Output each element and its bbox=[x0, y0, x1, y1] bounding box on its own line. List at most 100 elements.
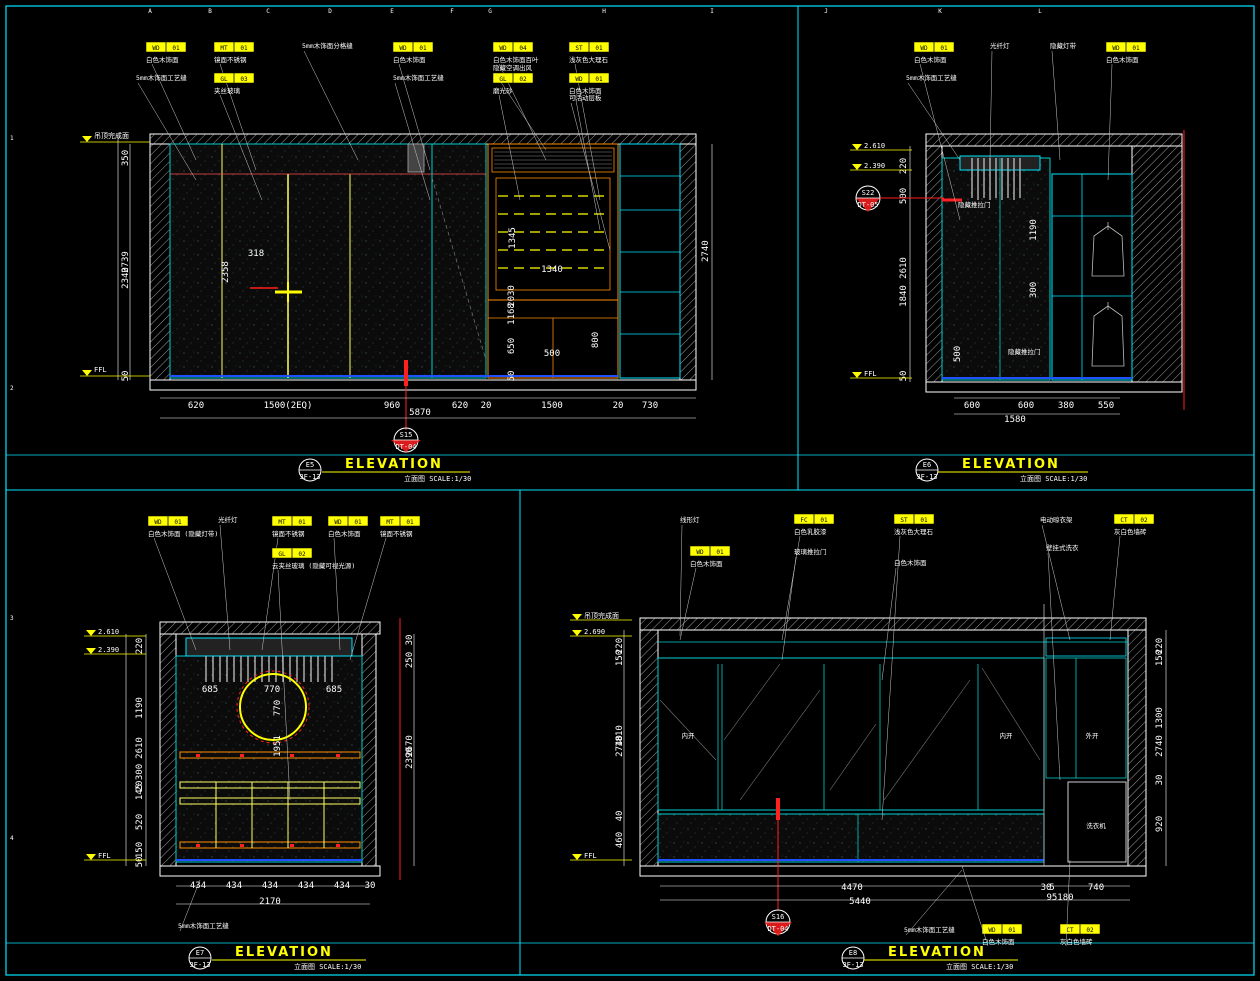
e8-dim-bottom: 4470 bbox=[841, 883, 863, 893]
e7-dim-left: 300 bbox=[135, 764, 145, 780]
e8-leader bbox=[881, 567, 897, 681]
e8-dim-right: 920 bbox=[1155, 816, 1165, 832]
e5-tag-note: 磨光砂 bbox=[493, 86, 513, 95]
e7-tag-num: 01 bbox=[174, 519, 182, 526]
e8-tag-code: WD bbox=[696, 549, 704, 556]
e8-note: 线形灯 bbox=[680, 515, 700, 524]
e6-leader bbox=[1051, 50, 1061, 161]
e8-note: 电动晾衣架 bbox=[1040, 515, 1073, 524]
e8-dim-left: 2740 bbox=[615, 735, 625, 757]
e5-dim-inner: 318 bbox=[248, 249, 264, 259]
e8-tag-num: 01 bbox=[920, 517, 928, 524]
e8-dim-right: 150 bbox=[1155, 650, 1165, 666]
svg-text:3F-13: 3F-13 bbox=[916, 473, 937, 481]
e5-dim-inner: 1168 bbox=[507, 303, 517, 325]
e5-level-ffl: FFL bbox=[80, 366, 150, 377]
e7-tag-note: 白色木饰面 bbox=[328, 529, 361, 538]
e5-leader bbox=[303, 50, 359, 161]
axis-letter: L bbox=[1038, 8, 1042, 15]
e6-dim-inner: 500 bbox=[953, 346, 963, 362]
e7-dim-inner: 685 bbox=[202, 685, 218, 695]
e7-ceiling bbox=[159, 621, 381, 635]
e6-note: 光纤灯 bbox=[990, 41, 1010, 50]
e8-leader bbox=[905, 869, 963, 936]
e8-label: 洗衣机 bbox=[1086, 821, 1106, 830]
e5-dim-inner: 650 bbox=[507, 338, 517, 354]
axis-number: 2 bbox=[10, 385, 14, 392]
e5-level-top: 吊顶完成面 bbox=[80, 131, 150, 143]
svg-text:立面图 SCALE:1/30: 立面图 SCALE:1/30 bbox=[404, 474, 471, 483]
e8-leader bbox=[679, 524, 683, 637]
e6-level-marker: 2.390 bbox=[850, 162, 912, 171]
e5-dim-inner: 1340 bbox=[541, 265, 563, 275]
e5-dim-bottom: 730 bbox=[642, 401, 658, 411]
e7-dim-left: 1190 bbox=[135, 697, 145, 719]
e7-note: 5mm木饰面工艺缝 bbox=[178, 921, 229, 930]
e8-floor bbox=[639, 865, 1147, 877]
e5-dim-left: 350 bbox=[121, 150, 131, 166]
e5-section-marker: S15 DT-04 bbox=[391, 427, 421, 453]
e8-tag-num: 02 bbox=[1086, 927, 1094, 934]
e5-tag-note: 白色木饰面百叶 bbox=[493, 55, 539, 64]
svg-text:吊顶完成面: 吊顶完成面 bbox=[94, 131, 129, 140]
e8-dim-left: 220 bbox=[615, 638, 625, 654]
svg-text:ELEVATION: ELEVATION bbox=[345, 457, 443, 472]
e5-tag-code: GL bbox=[220, 76, 228, 83]
e7-tag-num: 02 bbox=[298, 551, 306, 558]
svg-text:3F-13: 3F-13 bbox=[299, 473, 320, 481]
e5-dim-bottom: 20 bbox=[613, 401, 624, 411]
e8-tag-code: CT bbox=[1120, 517, 1128, 524]
e6-tag-note: 白色木饰面 bbox=[914, 55, 947, 64]
e7-level-marker: 2.610 bbox=[84, 628, 146, 637]
e7-dim-inner: 770 bbox=[273, 700, 283, 716]
e7-tag-note: 镜面不锈钢 bbox=[272, 529, 305, 538]
e6-wall-left bbox=[925, 145, 943, 383]
e5-note: 5mm木饰面分格缝 bbox=[302, 41, 353, 50]
e6-dim-bottom: 600 bbox=[964, 401, 980, 411]
e6-tag-code: WD bbox=[920, 45, 928, 52]
e5-dim-left: 2340 bbox=[121, 267, 131, 289]
e6-dim-left: 1840 bbox=[899, 285, 909, 307]
e8-note: 玻璃推拉门 bbox=[794, 547, 827, 556]
e5-tag-code: WD bbox=[399, 45, 407, 52]
svg-text:DT-04: DT-04 bbox=[395, 443, 416, 451]
e5-floor bbox=[149, 379, 697, 391]
e7-level-label: 2.610 bbox=[98, 628, 119, 636]
e8-wall-right bbox=[1127, 629, 1147, 867]
e8-tag-note: 浅灰色大理石 bbox=[894, 527, 934, 536]
e5-note: 5mm木饰面工艺缝 bbox=[136, 73, 187, 82]
e7-dim-left: 20 bbox=[135, 781, 145, 792]
axis-letter: H bbox=[602, 8, 606, 15]
axis-letter: I bbox=[710, 8, 714, 15]
axis-letter: F bbox=[450, 8, 454, 15]
e5-dim-total: 5870 bbox=[409, 408, 431, 418]
e8-material-tag: ST 01 浅灰色大理石 bbox=[881, 513, 935, 821]
e6-note: 隐藏灯带 bbox=[1050, 41, 1077, 50]
e7-tag-code: WD bbox=[334, 519, 342, 526]
e7-tag-code: MT bbox=[278, 519, 286, 526]
e8-level-label: 吊顶完成面 bbox=[584, 611, 619, 620]
e8-tag-num: 01 bbox=[820, 517, 828, 524]
e8-note: 白色木饰面 bbox=[894, 558, 927, 567]
e7-dim-bottom: 30 bbox=[365, 881, 376, 891]
svg-text:E5: E5 bbox=[306, 461, 314, 469]
svg-text:ELEVATION: ELEVATION bbox=[235, 945, 333, 960]
e6-note: 隐藏推拉门 bbox=[958, 200, 991, 209]
e5-dim-inner: 800 bbox=[591, 332, 601, 348]
e8-section-marker: S16 DT-04 bbox=[764, 909, 792, 936]
svg-text:ELEVATION: ELEVATION bbox=[888, 945, 986, 960]
e7-tag-note: 镜面不锈钢 bbox=[380, 529, 413, 538]
e5-leader bbox=[494, 72, 547, 151]
e8-tag-code: ST bbox=[900, 517, 908, 524]
e7-level-marker: 2.390 bbox=[84, 646, 146, 655]
e6-dim-left: 500 bbox=[899, 188, 909, 204]
